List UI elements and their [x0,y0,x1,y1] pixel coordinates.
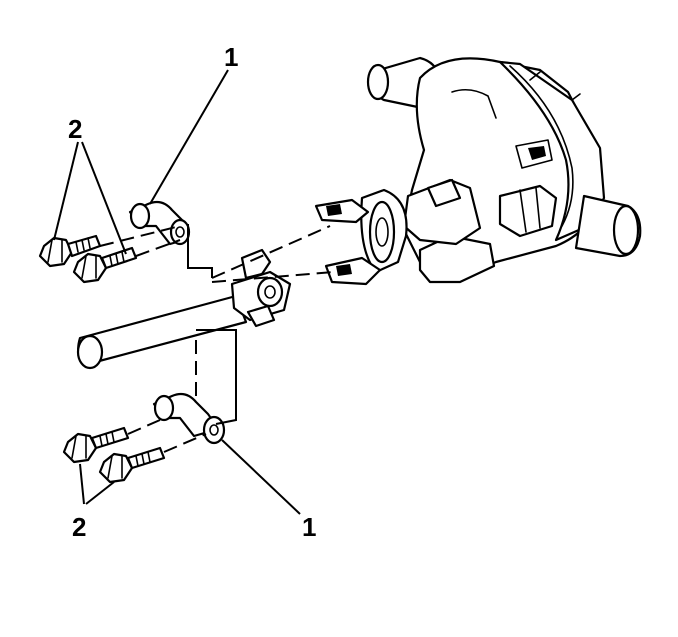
alignment-lines [99,224,335,453]
callout-leaders [53,69,301,515]
upper-strap [128,200,191,246]
callout-2-top: 2 [68,114,82,144]
callout-2-bottom: 2 [72,512,86,542]
callout-1-bottom: 1 [302,512,316,542]
lower-bolt-right [98,446,166,484]
axle-housing [366,56,642,284]
upper-bolt-left [38,234,102,268]
lower-strap [152,392,226,445]
upper-bolt-right [72,246,138,284]
pinion-yoke [314,188,408,286]
propeller-shaft [76,248,292,370]
callout-1-top: 1 [224,42,238,72]
lower-bolt-left [62,426,130,464]
